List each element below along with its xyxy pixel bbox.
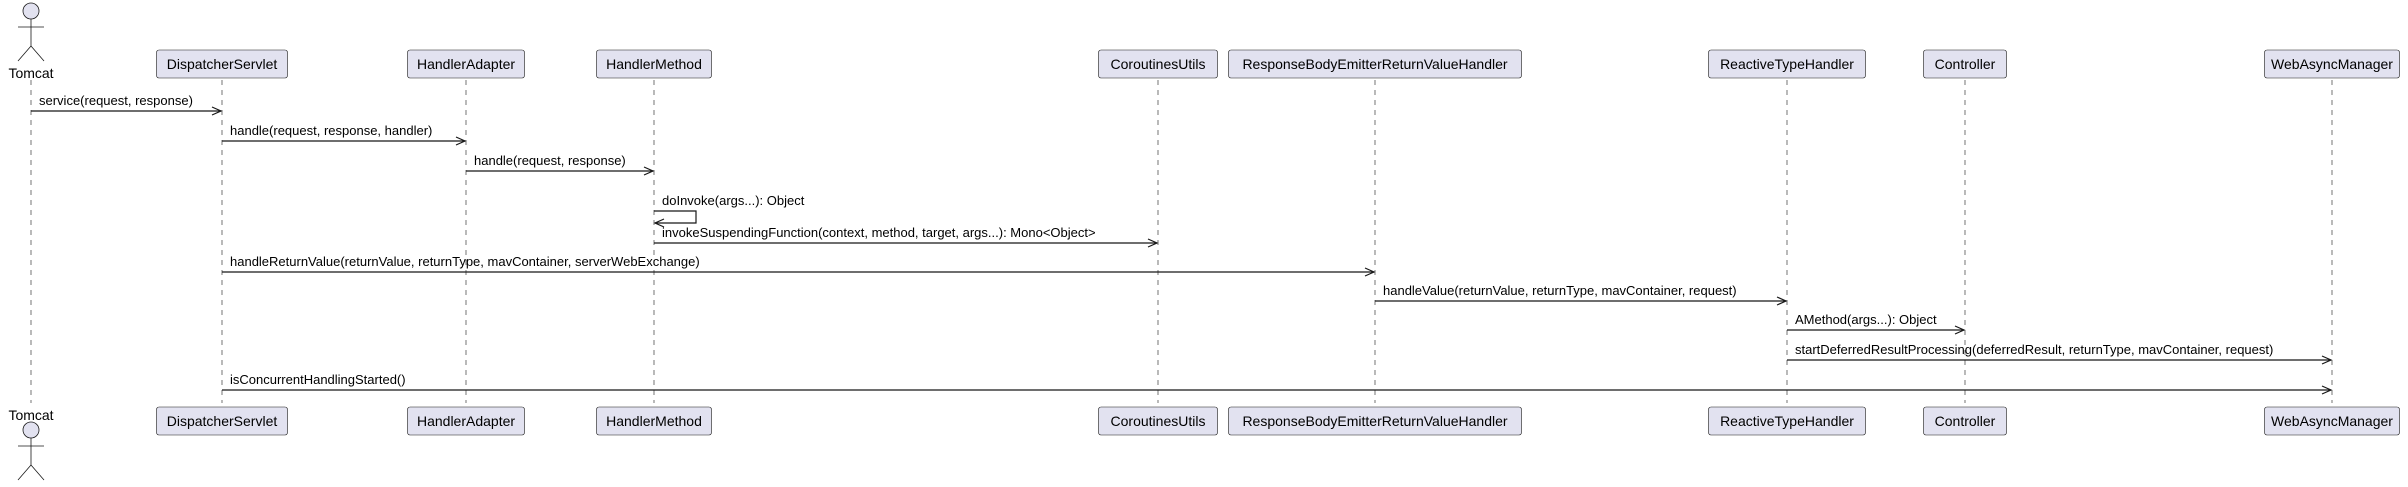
participant-label: HandlerAdapter [417,56,515,72]
actor-label: Tomcat [8,407,53,423]
participant-web-async-manager-top: WebAsyncManager [2264,49,2400,79]
participant-box [1098,49,1218,79]
message-label: AMethod(args...): Object [1795,312,1937,327]
participant-coroutines-utils-top: CoroutinesUtils [1098,49,1218,79]
actor-tomcat-top: Tomcat [8,2,54,81]
message-2: handle(request, response, handler) [222,123,467,146]
arrowhead-icon [1954,325,1966,335]
participant-box [596,406,712,436]
message-label: invokeSuspendingFunction(context, method… [662,225,1096,240]
participant-dispatcher-servlet-bottom: DispatcherServlet [156,406,288,436]
arrowhead-icon [1776,296,1788,306]
participant-box [407,406,525,436]
message-4: doInvoke(args...): Object [653,193,805,228]
participant-handler-adapter-top: HandlerAdapter [407,49,525,79]
message-label: isConcurrentHandlingStarted() [230,372,406,387]
message-8: AMethod(args...): Object [1787,312,1966,335]
message-5: invokeSuspendingFunction(context, method… [654,225,1159,248]
arrowhead-icon [643,166,655,176]
message-label: handle(request, response, handler) [230,123,432,138]
participant-box [1923,49,2007,79]
participant-label: ReactiveTypeHandler [1720,413,1854,429]
participant-label: Controller [1935,56,1996,72]
participant-label: WebAsyncManager [2271,56,2393,72]
message-6: handleReturnValue(returnValue, returnTyp… [222,254,1376,277]
participant-handler-adapter-bottom: HandlerAdapter [407,406,525,436]
message-label: service(request, response) [39,93,193,108]
participants-bottom: Tomcat DispatcherServlet HandlerAdapter Han… [8,406,2400,481]
participant-label: Controller [1935,413,1996,429]
participant-label: CoroutinesUtils [1111,413,1206,429]
arrowhead-icon [1147,238,1159,248]
participants-top: Tomcat DispatcherServlet HandlerAdapter Han… [8,2,2400,81]
participant-controller-top: Controller [1923,49,2007,79]
participant-box [1098,406,1218,436]
participant-coroutines-utils-bottom: CoroutinesUtils [1098,406,1218,436]
participant-box [1228,406,1522,436]
participant-box [1228,49,1522,79]
participant-label: DispatcherServlet [167,413,278,429]
arrowhead-icon [653,218,665,228]
participant-box [1923,406,2007,436]
participant-handler-method-top: HandlerMethod [596,49,712,79]
message-label: handle(request, response) [474,153,626,168]
participant-label: DispatcherServlet [167,56,278,72]
message-7: handleValue(returnValue, returnType, mav… [1375,283,1788,306]
actor-figure-icon [17,2,45,62]
actor-tomcat-bottom: Tomcat [8,407,54,481]
arrowhead-icon [1364,267,1376,277]
self-message-arrow [654,210,697,224]
participant-web-async-manager-bottom: WebAsyncManager [2264,406,2400,436]
arrowhead-icon [455,136,467,146]
participant-label: ReactiveTypeHandler [1720,56,1854,72]
participant-reactive-type-handler-top: ReactiveTypeHandler [1708,49,1866,79]
participant-box [2264,406,2400,436]
message-3: handle(request, response) [466,153,655,176]
participant-box [2264,49,2400,79]
participant-box [407,49,525,79]
participant-box [156,49,288,79]
lifelines [30,80,2333,403]
message-label: handleReturnValue(returnValue, returnTyp… [230,254,700,269]
participant-label: HandlerAdapter [417,413,515,429]
actor-label: Tomcat [8,65,53,81]
message-1: service(request, response) [31,93,223,116]
participant-label: ResponseBodyEmitterReturnValueHandler [1242,56,1507,72]
arrowhead-icon [2321,355,2333,365]
message-label: startDeferredResultProcessing(deferredRe… [1795,342,2273,357]
participant-reactive-type-handler-bottom: ReactiveTypeHandler [1708,406,1866,436]
participant-box [596,49,712,79]
participant-box [1708,406,1866,436]
message-label: doInvoke(args...): Object [662,193,805,208]
participant-box [1708,49,1866,79]
message-10: isConcurrentHandlingStarted() [222,372,2333,395]
participant-response-body-emitter-return-value-handler-top: ResponseBodyEmitterReturnValueHandler [1228,49,1522,79]
message-9: startDeferredResultProcessing(deferredRe… [1787,342,2333,365]
arrowhead-icon [2321,385,2333,395]
participant-controller-bottom: Controller [1923,406,2007,436]
participant-handler-method-bottom: HandlerMethod [596,406,712,436]
participant-dispatcher-servlet-top: DispatcherServlet [156,49,288,79]
participant-label: WebAsyncManager [2271,413,2393,429]
message-label: handleValue(returnValue, returnType, mav… [1383,283,1737,298]
messages: service(request, response) handle(request… [31,93,2333,395]
participant-label: ResponseBodyEmitterReturnValueHandler [1242,413,1507,429]
participant-label: HandlerMethod [606,56,702,72]
participant-response-body-emitter-return-value-handler-bottom: ResponseBodyEmitterReturnValueHandler [1228,406,1522,436]
participant-box [156,406,288,436]
participant-label: HandlerMethod [606,413,702,429]
participant-label: CoroutinesUtils [1111,56,1206,72]
arrowhead-icon [211,106,223,116]
actor-figure-icon [17,421,45,481]
